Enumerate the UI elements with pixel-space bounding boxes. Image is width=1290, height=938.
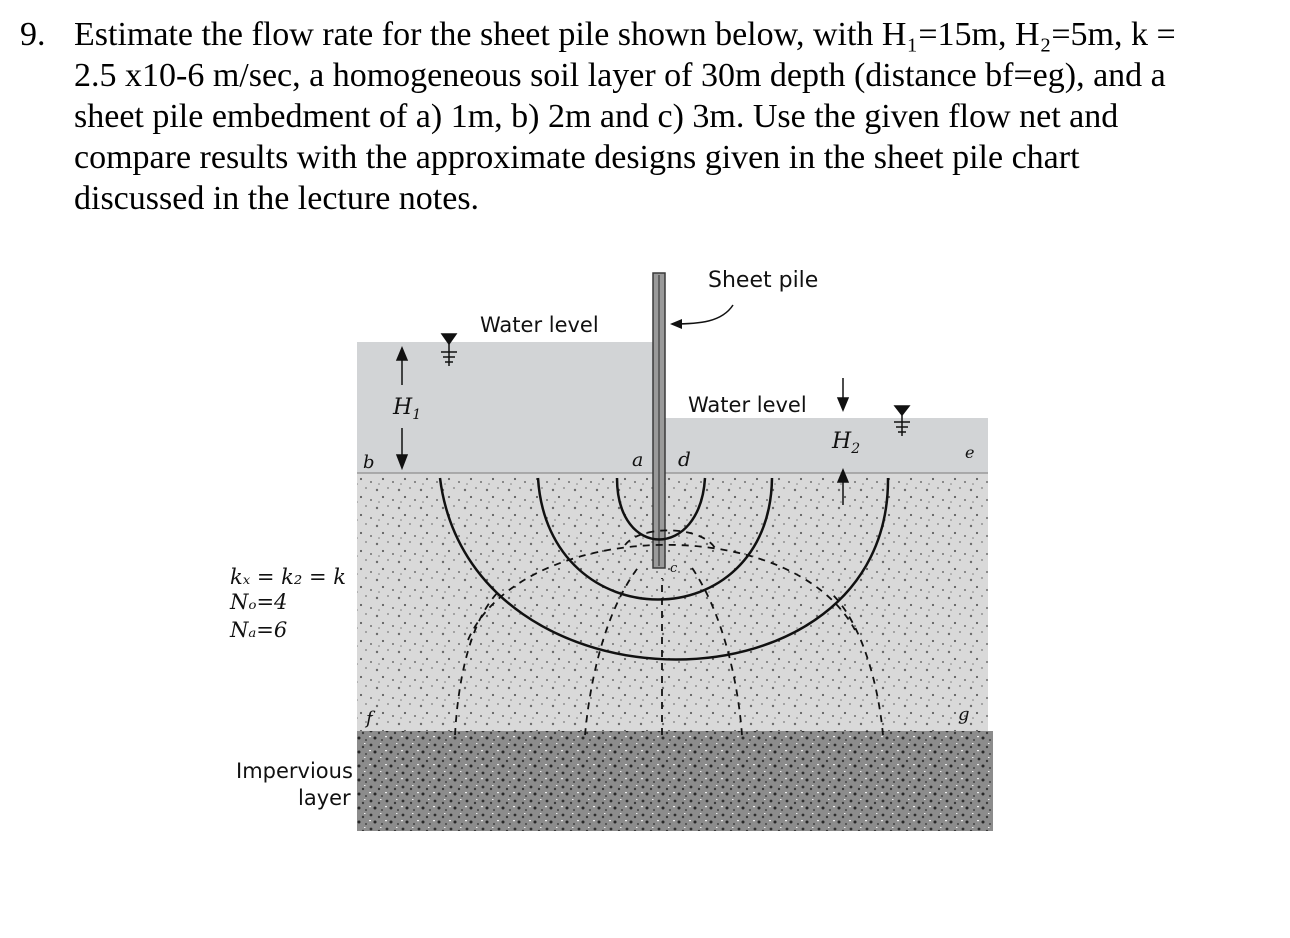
permeable-soil-layer	[357, 473, 988, 731]
question-line-3: sheet pile embedment of a) 1m, b) 2m and…	[74, 98, 1119, 135]
upstream-water-level-symbol	[440, 333, 458, 366]
impervious-layer-label-line1: Impervious	[236, 759, 353, 783]
question-line-2: 2.5 x10-6 m/sec, a homogeneous soil laye…	[74, 57, 1166, 94]
nd-label: Nₐ=6	[229, 618, 287, 642]
downstream-water-level-symbol	[893, 405, 911, 436]
question-line-1: Estimate the flow rate for the sheet pil…	[74, 16, 1176, 53]
impervious-layer-label-line2: layer	[298, 786, 351, 810]
point-g-label: g	[958, 704, 970, 725]
h2-label: H2	[831, 429, 860, 457]
question-text: Estimate the flow rate for the sheet pil…	[74, 14, 1264, 219]
h1-dimension-arrow	[395, 346, 409, 471]
sheet-pile-pointer-head	[670, 319, 682, 329]
equipotential-right-outer	[829, 591, 884, 736]
upstream-water	[357, 342, 653, 473]
question-line-4: compare results with the approximate des…	[74, 139, 1080, 176]
water-level-right-label: Water level	[688, 393, 807, 417]
flow-line-3	[438, 477, 890, 661]
equipotential-lines	[454, 529, 884, 736]
nf-label: Nₒ=4	[229, 590, 287, 614]
water-level-left-label: Water level	[480, 313, 599, 337]
impervious-layer	[357, 731, 993, 831]
flow-lines	[438, 477, 890, 661]
equipotential-left-mid	[584, 564, 641, 736]
point-a-label: a	[632, 449, 643, 471]
point-c-label: c	[670, 561, 678, 576]
question-line-5: discussed in the lecture notes.	[74, 180, 480, 217]
sheet-pile-label: Sheet pile	[708, 268, 818, 293]
point-b-label: b	[363, 452, 375, 473]
flow-line-1	[615, 477, 707, 541]
equipotential-left-outer	[454, 589, 501, 736]
point-d-label: d	[678, 447, 691, 471]
h2-dimension-arrow	[836, 378, 850, 505]
point-e-label: e	[965, 443, 974, 462]
flow-line-2	[536, 477, 774, 601]
question-number: 9.	[20, 16, 46, 53]
permeability-label: kₓ = k₂ = k	[230, 565, 346, 589]
h1-label: H1	[392, 395, 421, 423]
equipotential-outer-arc	[467, 544, 856, 641]
equipotential-right-mid	[689, 564, 743, 736]
downstream-water	[665, 418, 988, 473]
